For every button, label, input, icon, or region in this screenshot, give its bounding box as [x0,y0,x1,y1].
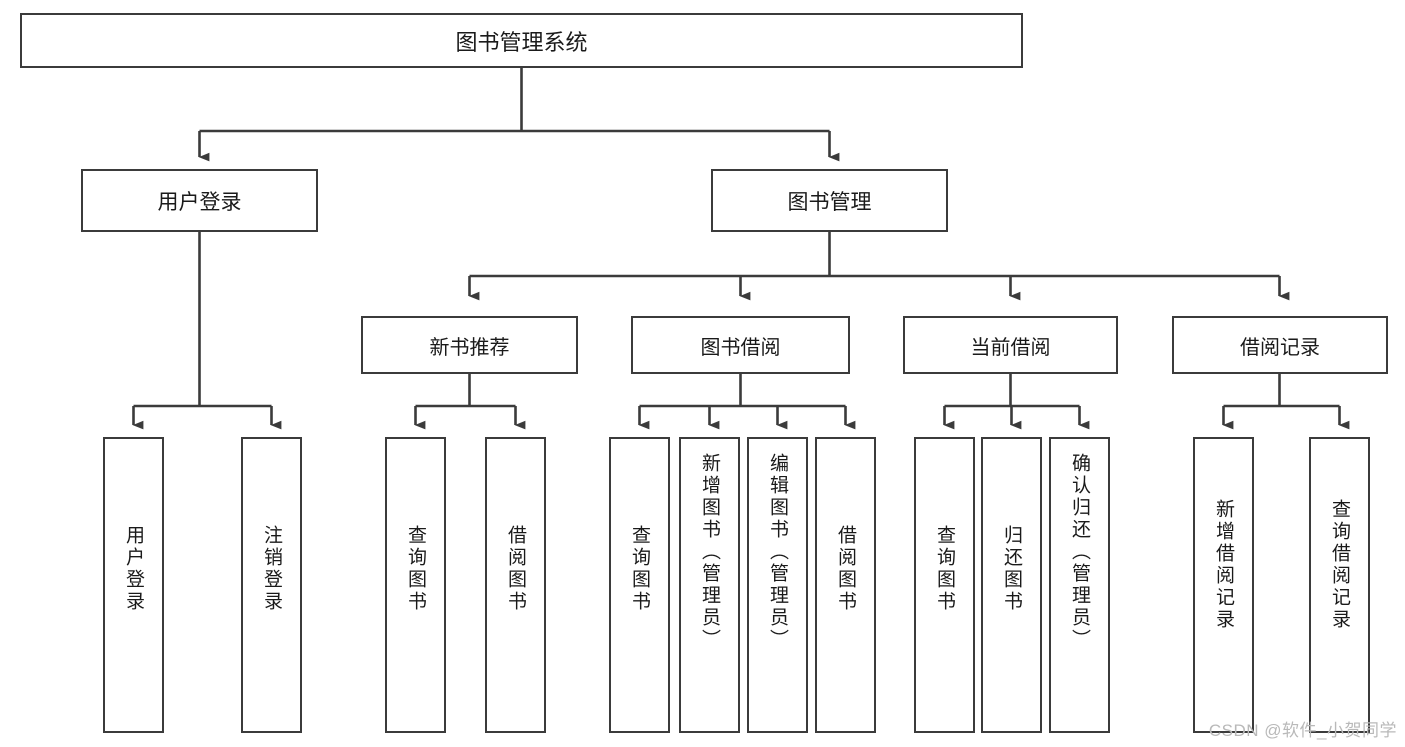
node-label: 查询图书 [405,525,426,613]
node-label: 查询图书 [629,525,650,613]
node-user-login[interactable]: 用户登录 [81,169,318,232]
node-root-system[interactable]: 图书管理系统 [20,13,1023,68]
node-label: 图书借阅 [700,336,781,359]
node-label: 查询借阅记录 [1329,499,1350,631]
node-label: 图书管理系统 [455,29,588,55]
leaf-current-borrow-confirm-return-admin[interactable]: 确认归还（管理员） [1049,437,1110,733]
node-label: 当前借阅 [970,336,1051,359]
node-current-borrow[interactable]: 当前借阅 [903,316,1118,374]
leaf-user-login-logout[interactable]: 注销登录 [241,437,302,733]
node-label: 归还图书 [1001,525,1022,613]
leaf-current-borrow-return-book[interactable]: 归还图书 [981,437,1042,733]
leaf-user-login-login[interactable]: 用户登录 [103,437,164,733]
node-label: 确认归还（管理员） [1069,453,1090,651]
node-label: 新书推荐 [429,336,510,359]
leaf-current-borrow-query-book[interactable]: 查询图书 [914,437,975,733]
node-new-book-recommend[interactable]: 新书推荐 [361,316,578,374]
node-borrow-record[interactable]: 借阅记录 [1172,316,1388,374]
leaf-new-book-borrow-book[interactable]: 借阅图书 [485,437,546,733]
node-label: 图书管理 [787,190,872,214]
node-label: 用户登录 [157,190,242,214]
node-label: 用户登录 [123,525,144,613]
node-label: 新增借阅记录 [1213,499,1234,631]
leaf-borrow-record-query-record[interactable]: 查询借阅记录 [1309,437,1370,733]
node-label: 新增图书（管理员） [699,453,720,651]
leaf-book-borrow-borrow-book[interactable]: 借阅图书 [815,437,876,733]
node-book-management[interactable]: 图书管理 [711,169,948,232]
node-book-borrow[interactable]: 图书借阅 [631,316,850,374]
watermark: CSDN @软件_小贺同学 [1208,721,1397,740]
leaf-book-borrow-add-book-admin[interactable]: 新增图书（管理员） [679,437,740,733]
node-label: 查询图书 [934,525,955,613]
node-label: 注销登录 [261,525,282,613]
node-label: 编辑图书（管理员） [767,453,788,651]
leaf-borrow-record-add-record[interactable]: 新增借阅记录 [1193,437,1254,733]
leaf-book-borrow-query-book[interactable]: 查询图书 [609,437,670,733]
leaf-new-book-query-book[interactable]: 查询图书 [385,437,446,733]
node-label: 借阅图书 [505,525,526,613]
leaf-book-borrow-edit-book-admin[interactable]: 编辑图书（管理员） [747,437,808,733]
node-label: 借阅图书 [835,525,856,613]
node-label: 借阅记录 [1240,336,1320,359]
